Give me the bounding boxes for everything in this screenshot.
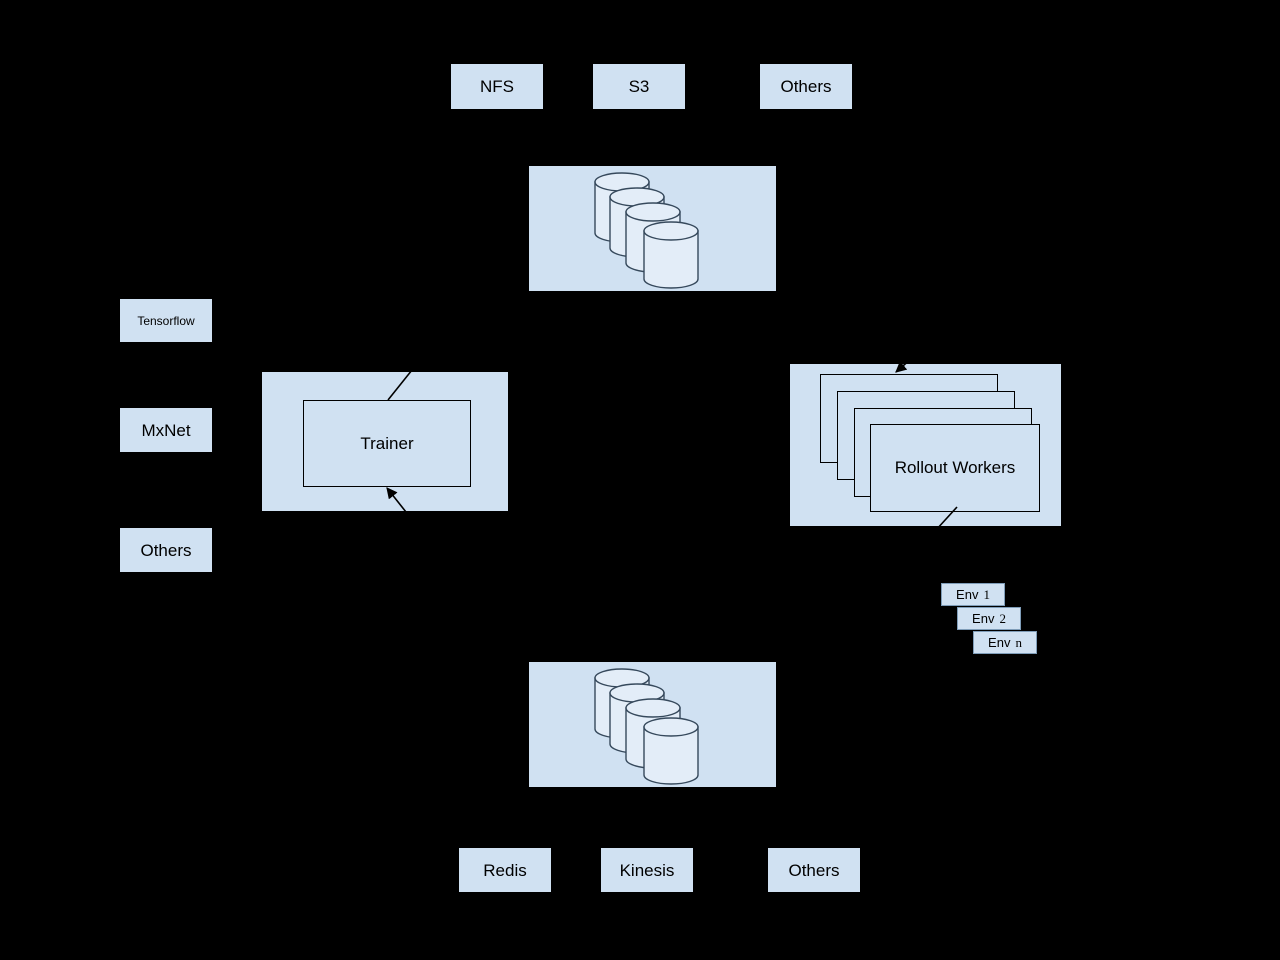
env-box-1-num: 1 — [983, 586, 990, 602]
env-box-2-word: Env — [972, 611, 995, 626]
model-store-panel — [529, 166, 776, 291]
node-storage-others[interactable]: Others — [760, 64, 852, 109]
env-box-n-num: n — [1015, 634, 1022, 650]
node-kinesis[interactable]: Kinesis — [601, 848, 693, 892]
node-streaming-others-label: Others — [788, 860, 840, 880]
rollout-worker-card-1[interactable]: Rollout Workers — [870, 424, 1040, 512]
env-box-2[interactable]: Env 2 — [957, 607, 1021, 630]
node-s3-label: S3 — [628, 77, 650, 96]
node-framework-others[interactable]: Others — [120, 528, 212, 572]
rollout-workers-label: Rollout Workers — [894, 458, 1016, 477]
node-mxnet-label: MxNet — [141, 420, 191, 440]
node-tensorflow-label: Tensorflow — [137, 313, 195, 328]
node-nfs-label: NFS — [480, 77, 514, 96]
env-box-1[interactable]: Env 1 — [941, 583, 1005, 606]
node-storage-others-label: Others — [780, 77, 832, 96]
node-framework-others-label: Others — [140, 540, 192, 560]
env-box-n[interactable]: Env n — [973, 631, 1037, 654]
node-redis-label: Redis — [483, 860, 527, 880]
node-kinesis-label: Kinesis — [619, 860, 675, 880]
trainer-box[interactable]: Trainer — [303, 400, 471, 487]
node-streaming-others[interactable]: Others — [768, 848, 860, 892]
env-box-1-word: Env — [956, 587, 979, 602]
node-mxnet[interactable]: MxNet — [120, 408, 212, 452]
env-box-2-num: 2 — [999, 610, 1006, 626]
node-nfs[interactable]: NFS — [451, 64, 543, 109]
node-redis[interactable]: Redis — [459, 848, 551, 892]
experience-store-panel — [529, 662, 776, 787]
env-box-n-word: Env — [988, 635, 1011, 650]
trainer-label: Trainer — [360, 434, 414, 453]
node-s3[interactable]: S3 — [593, 64, 685, 109]
node-tensorflow[interactable]: Tensorflow — [120, 299, 212, 342]
